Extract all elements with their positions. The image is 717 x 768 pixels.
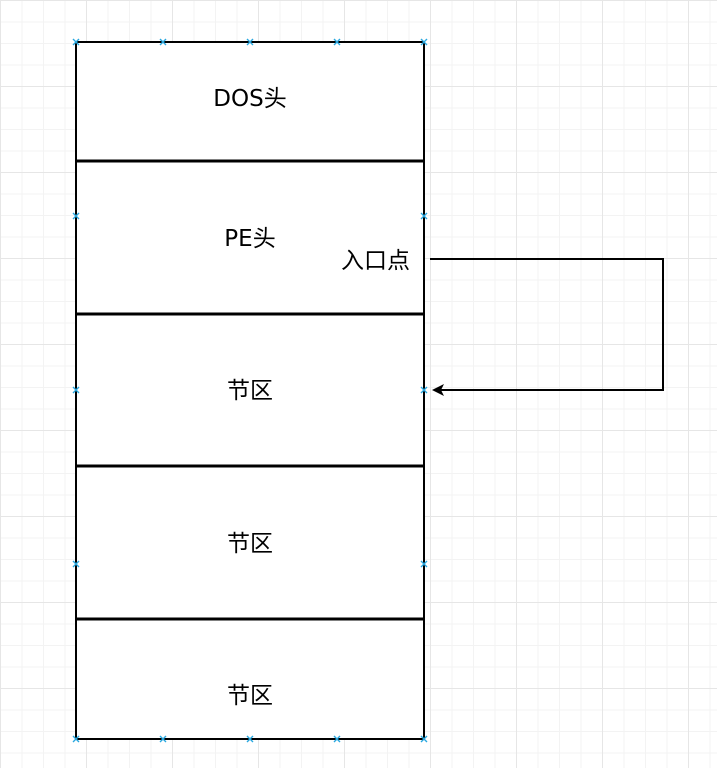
handle-mark[interactable] [420, 212, 428, 220]
handle-mark[interactable] [159, 735, 167, 743]
handle-mark[interactable] [72, 735, 80, 743]
handle-mark[interactable] [246, 38, 254, 46]
handle-mark[interactable] [72, 38, 80, 46]
entry-point-arrow[interactable] [430, 258, 664, 396]
section-1-label[interactable]: 节区 [227, 378, 273, 404]
section-3-label[interactable]: 节区 [227, 683, 273, 709]
selection-handles [72, 38, 428, 743]
pe-structure-box[interactable] [75, 41, 425, 740]
handle-mark[interactable] [159, 38, 167, 46]
handle-mark[interactable] [333, 735, 341, 743]
handle-mark[interactable] [420, 38, 428, 46]
handle-mark[interactable] [420, 560, 428, 568]
handle-mark[interactable] [246, 735, 254, 743]
section-pe-header-label[interactable]: PE头 [224, 226, 275, 252]
handle-mark[interactable] [72, 560, 80, 568]
handle-mark[interactable] [72, 386, 80, 394]
handle-mark[interactable] [420, 735, 428, 743]
handle-mark[interactable] [72, 212, 80, 220]
section-dos-header-label[interactable]: DOS头 [213, 86, 286, 112]
entry-point-label[interactable]: 入口点 [341, 248, 410, 274]
section-2-label[interactable]: 节区 [227, 531, 273, 557]
handle-mark[interactable] [420, 386, 428, 394]
handle-mark[interactable] [333, 38, 341, 46]
